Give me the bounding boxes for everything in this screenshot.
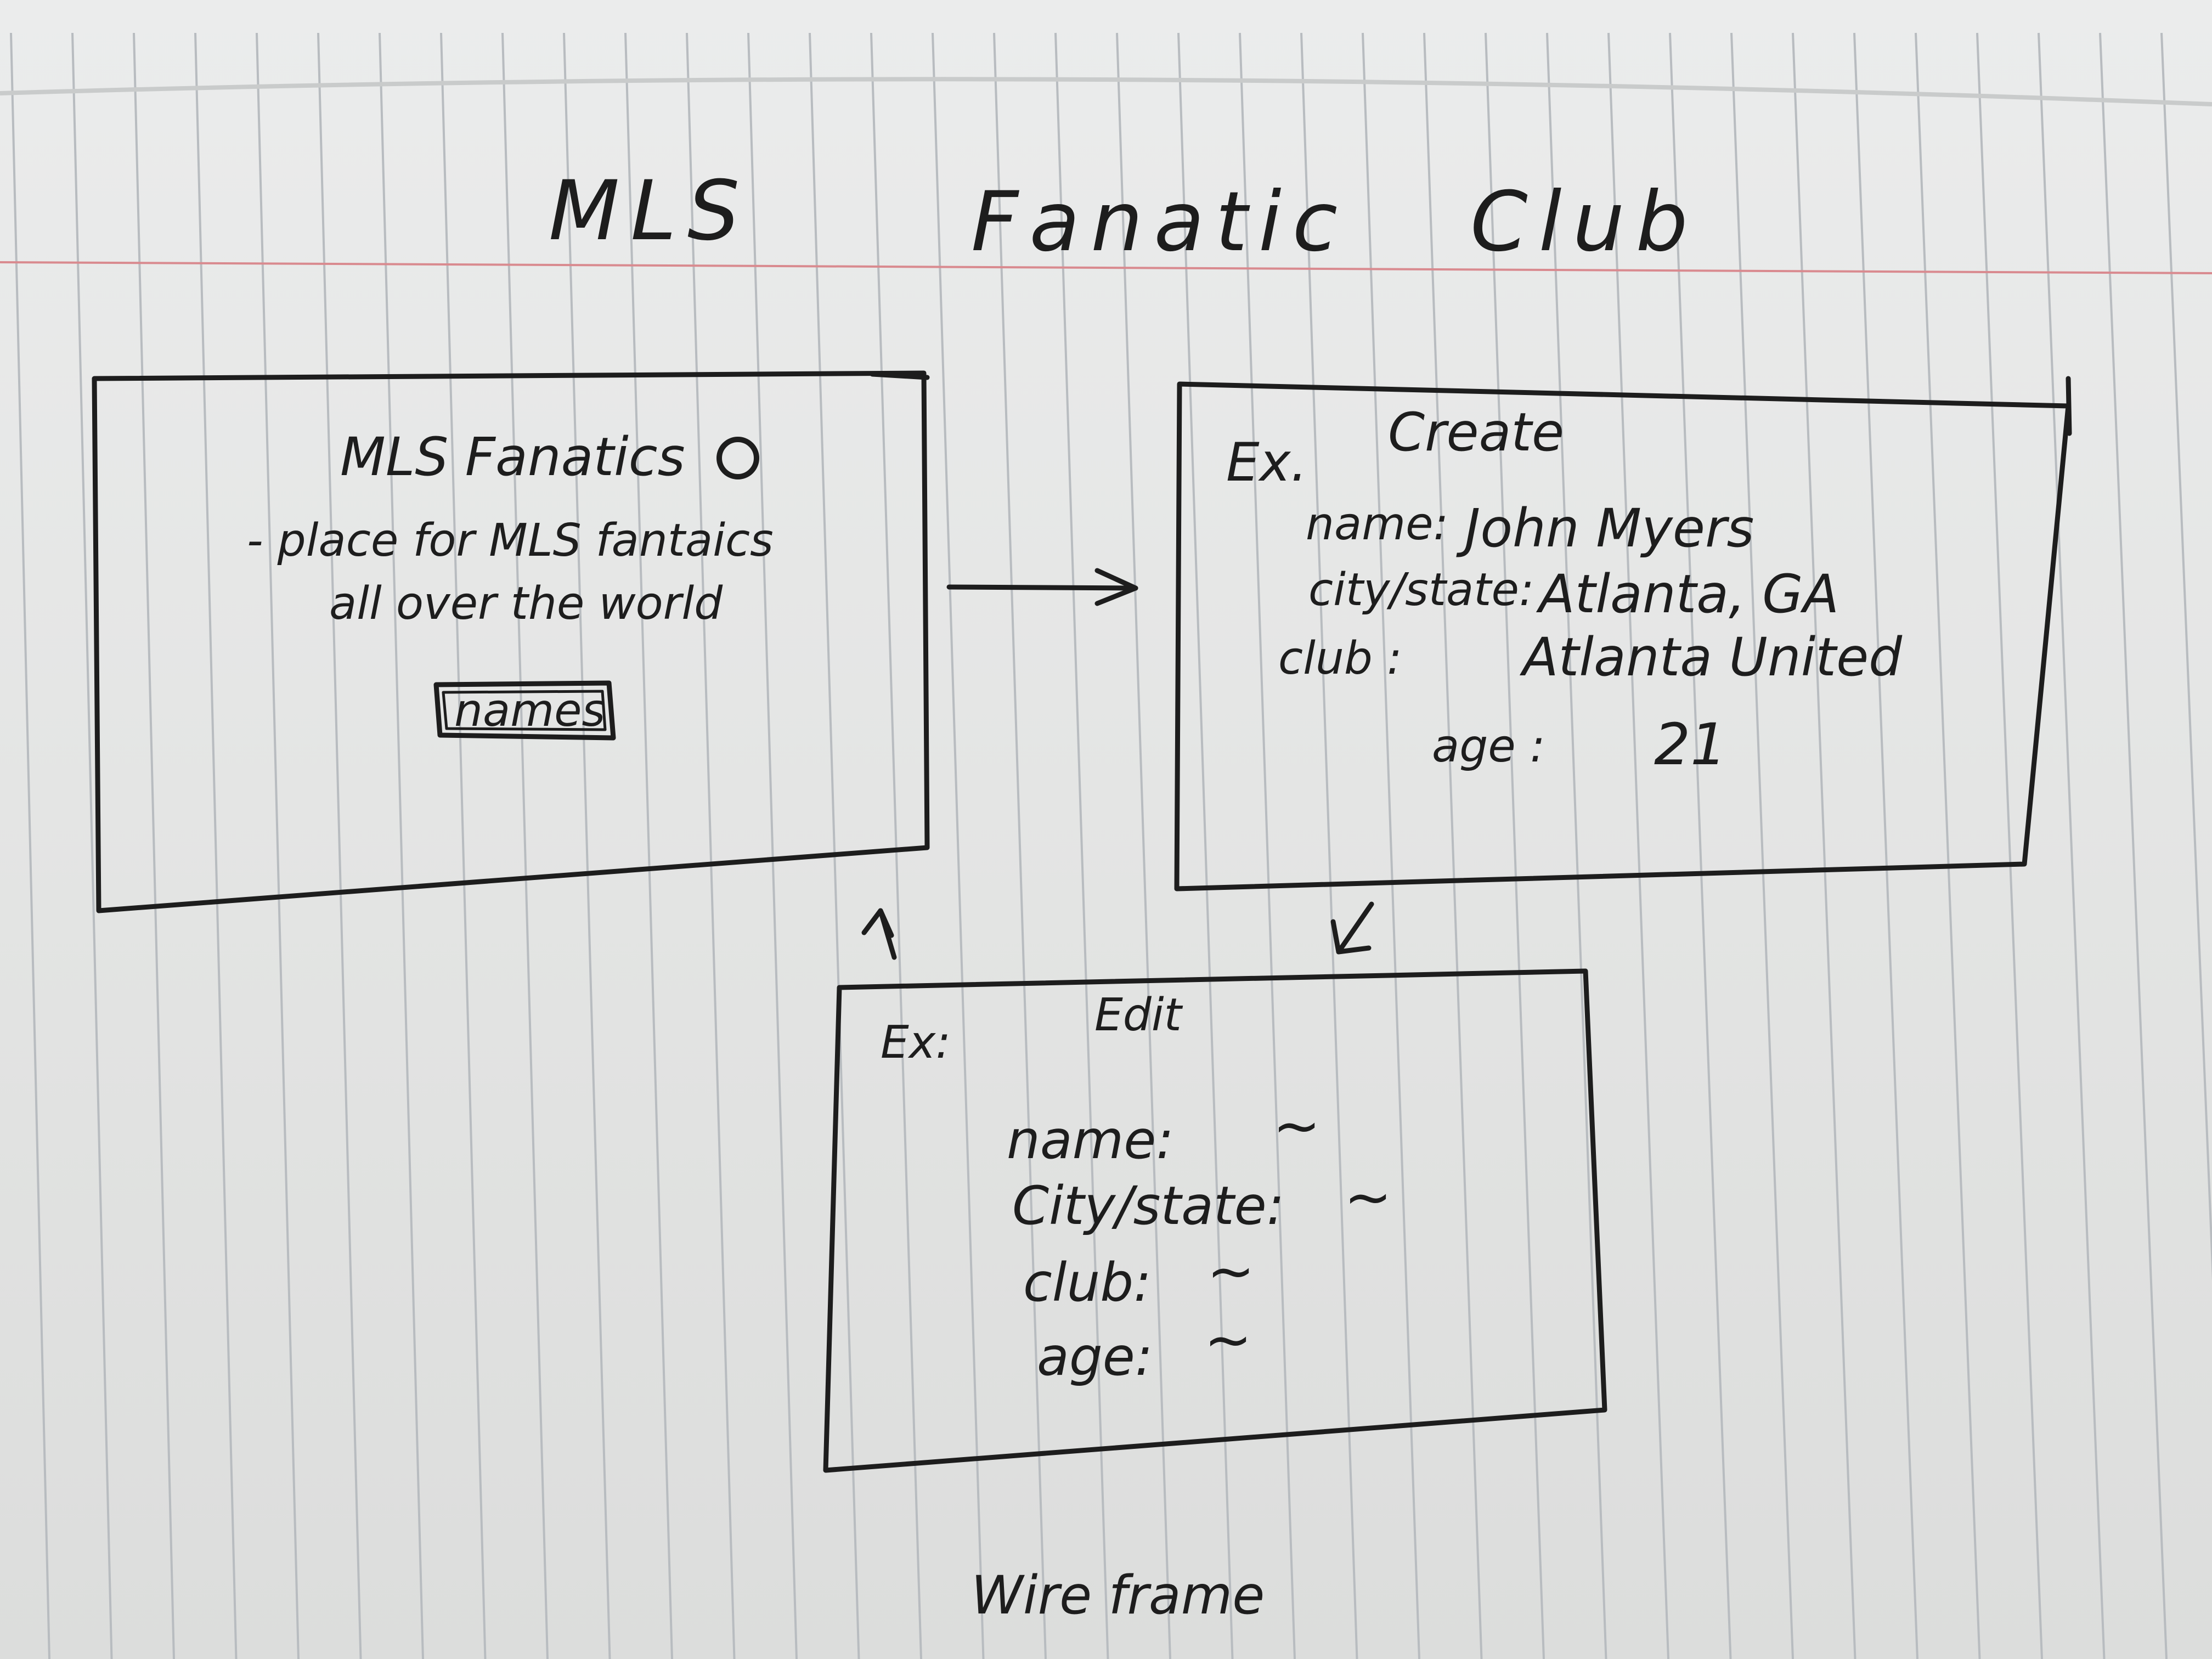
title-word-3: Club: [1470, 174, 1699, 270]
edit-box-outline: [823, 968, 1607, 1473]
names-button-outline: [433, 680, 616, 741]
rule-line: [1669, 32, 1732, 1659]
rule-line: [1976, 32, 2043, 1659]
rule-line: [2099, 32, 2168, 1659]
rule-line: [1423, 32, 1483, 1659]
rule-line: [256, 32, 300, 1659]
home-line-2: all over the world: [329, 578, 723, 630]
rule-line: [1730, 32, 1794, 1659]
rule-line: [194, 32, 238, 1659]
rule-line: [870, 32, 922, 1659]
edit-field-value: ~: [1204, 1306, 1252, 1373]
rule-line: [1300, 32, 1358, 1659]
rule-line: [747, 32, 798, 1659]
rule-line: [809, 32, 860, 1659]
create-field-label: name:: [1306, 498, 1449, 550]
create-field-label: club :: [1278, 633, 1402, 685]
rule-line: [1853, 32, 1918, 1659]
title-word-2: Fanatic: [971, 174, 1349, 270]
create-field-value: Atlanta United: [1522, 627, 1903, 688]
arrow-right-icon: [946, 568, 1138, 606]
rule-line: [1177, 32, 1234, 1659]
rule-line: [10, 32, 50, 1659]
rule-line: [71, 32, 113, 1659]
rule-line: [563, 32, 611, 1659]
scribble-icon: [716, 437, 759, 479]
arrow-up-icon: [861, 908, 897, 960]
rule-line: [440, 32, 487, 1659]
rule-line: [993, 32, 1047, 1659]
rule-line: [379, 32, 424, 1659]
home-heading: MLS Fanatics: [340, 426, 685, 488]
home-box-outline: [92, 370, 930, 913]
edit-field-label: club:: [1023, 1252, 1152, 1313]
create-field-label: age :: [1432, 720, 1545, 772]
edit-prefix: Ex:: [881, 1017, 951, 1069]
edit-field-value: ~: [1344, 1164, 1392, 1231]
margin-line: [0, 261, 2212, 274]
edit-field-label: City/state:: [1012, 1175, 1285, 1237]
arrow-down-left-icon: [1330, 901, 1374, 955]
create-prefix: Ex.: [1226, 432, 1307, 493]
rule-line: [1054, 32, 1109, 1659]
edit-field-label: name:: [1007, 1109, 1174, 1171]
rule-line: [2038, 32, 2106, 1659]
rule-line: [1239, 32, 1296, 1659]
create-field-label: city/state:: [1308, 564, 1534, 616]
rule-line: [1792, 32, 1857, 1659]
rule-line: [1607, 32, 1669, 1659]
title-word-1: MLS: [549, 163, 751, 259]
edit-field-value: ~: [1273, 1092, 1321, 1159]
rule-line: [686, 32, 736, 1659]
rule-line: [932, 32, 985, 1659]
edit-field-label: age:: [1037, 1326, 1153, 1387]
create-heading: Create: [1388, 402, 1565, 463]
footer-caption: Wire frame: [971, 1565, 1265, 1626]
edit-field-value: ~: [1207, 1238, 1255, 1305]
rule-line: [1116, 32, 1171, 1659]
create-field-value: Atlanta, GA: [1539, 563, 1839, 625]
create-box-outline: [1174, 381, 2071, 891]
rule-line: [133, 32, 175, 1659]
home-line-1: - place for MLS fantaics: [247, 515, 774, 567]
edit-heading: Edit: [1094, 989, 1182, 1041]
notebook-top-edge: [0, 77, 2212, 106]
names-button[interactable]: names: [454, 685, 606, 737]
rule-line: [1485, 32, 1545, 1659]
rule-line: [1915, 32, 1981, 1659]
create-field-value: John Myers: [1465, 498, 1754, 559]
rule-line: [317, 32, 362, 1659]
rule-line: [1362, 32, 1420, 1659]
rule-line: [2160, 32, 2212, 1281]
rule-line: [624, 32, 673, 1659]
create-field-value: 21: [1654, 711, 1727, 778]
rule-line: [1546, 32, 1607, 1659]
rule-line: [501, 32, 549, 1659]
